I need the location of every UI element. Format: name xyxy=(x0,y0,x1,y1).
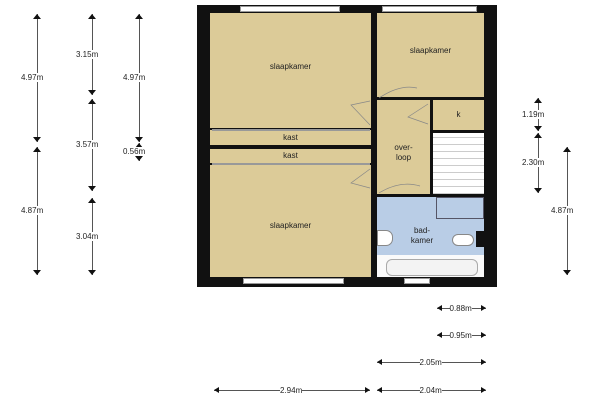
room-label: bad- kamer xyxy=(397,226,447,246)
arrow-up-icon xyxy=(88,14,96,19)
toilet-tank xyxy=(476,231,484,247)
room-closet-1 xyxy=(210,130,371,145)
room-label-line: loop xyxy=(395,153,412,162)
arrow-right-icon xyxy=(481,359,486,365)
arrow-up-icon xyxy=(534,133,542,138)
room-label: slaapkamer xyxy=(269,62,312,71)
room-bedroom-bottom-left xyxy=(210,165,371,277)
arrow-down-icon xyxy=(88,90,96,95)
arrow-down-icon xyxy=(534,126,542,131)
room-label: slaapkamer xyxy=(409,46,452,55)
dimension-label: 2.30m xyxy=(522,158,545,167)
room-k xyxy=(433,100,484,130)
dimension-label: 2.05m xyxy=(419,358,442,367)
dimension-label: 3.57m xyxy=(76,140,99,149)
arrow-down-icon xyxy=(135,156,143,161)
door-swing xyxy=(350,168,371,189)
room-label-line: kamer xyxy=(410,236,434,245)
toilet xyxy=(452,234,474,246)
room-label: slaapkamer xyxy=(269,221,312,230)
arrow-up-icon xyxy=(33,147,41,152)
arrow-down-icon xyxy=(135,137,143,142)
dimension-label: 3.15m xyxy=(76,49,99,59)
dimension-label: 2.94m xyxy=(280,386,303,395)
room-bedroom-top-left xyxy=(210,13,371,128)
room-label: kast xyxy=(283,133,298,142)
door-swing xyxy=(350,100,371,126)
arrow-right-icon xyxy=(365,387,370,393)
dimension-label: 1.19m xyxy=(522,109,545,119)
arrow-up-icon xyxy=(135,143,143,148)
staircase xyxy=(433,133,484,194)
arrow-down-icon xyxy=(33,270,41,275)
room-label-line: over- xyxy=(394,143,413,152)
dimension-label: 0.88m xyxy=(449,304,472,313)
dimension-label: 4.87m xyxy=(21,206,44,215)
room-label: kast xyxy=(283,151,298,160)
arrow-left-icon xyxy=(437,305,442,311)
arrow-down-icon xyxy=(88,186,96,191)
arrow-right-icon xyxy=(481,387,486,393)
arrow-up-icon xyxy=(88,198,96,203)
dimension-label: 3.04m xyxy=(76,231,99,241)
door-swing xyxy=(378,183,421,194)
room-bedroom-top-right xyxy=(377,13,484,97)
room-closet-2 xyxy=(210,149,371,163)
arrow-right-icon xyxy=(481,332,486,338)
arrow-left-icon xyxy=(377,387,382,393)
sink xyxy=(377,230,393,246)
arrow-down-icon xyxy=(33,137,41,142)
room-label-line: bad- xyxy=(413,226,430,235)
closet-door-rail xyxy=(212,163,370,165)
window xyxy=(382,6,477,12)
room-label: over- loop xyxy=(377,143,430,163)
arrow-left-icon xyxy=(377,359,382,365)
dimension-label: 4.97m xyxy=(123,73,146,82)
dimension-label: 4.97m xyxy=(21,73,44,82)
arrow-up-icon xyxy=(135,14,143,19)
dimension-label: 0.56m xyxy=(123,147,146,156)
bathtub xyxy=(386,259,478,276)
arrow-right-icon xyxy=(481,305,486,311)
closet-door-rail xyxy=(212,129,370,131)
arrow-left-icon xyxy=(214,387,219,393)
window xyxy=(404,278,430,284)
arrow-down-icon xyxy=(534,188,542,193)
arrow-up-icon xyxy=(534,98,542,103)
dimension-label: 0.95m xyxy=(449,331,472,340)
window xyxy=(243,278,344,284)
window xyxy=(240,6,340,12)
room-label: k xyxy=(456,110,461,119)
arrow-down-icon xyxy=(563,270,571,275)
door-swing xyxy=(407,103,429,125)
arrow-down-icon xyxy=(88,270,96,275)
dimension-label: 4.87m xyxy=(551,206,574,215)
arrow-left-icon xyxy=(437,332,442,338)
arrow-up-icon xyxy=(88,99,96,104)
dimension-label: 2.04m xyxy=(419,386,442,395)
arrow-up-icon xyxy=(563,147,571,152)
arrow-up-icon xyxy=(33,14,41,19)
shower-area xyxy=(436,197,484,219)
door-swing xyxy=(378,86,418,99)
room-landing xyxy=(377,100,430,194)
